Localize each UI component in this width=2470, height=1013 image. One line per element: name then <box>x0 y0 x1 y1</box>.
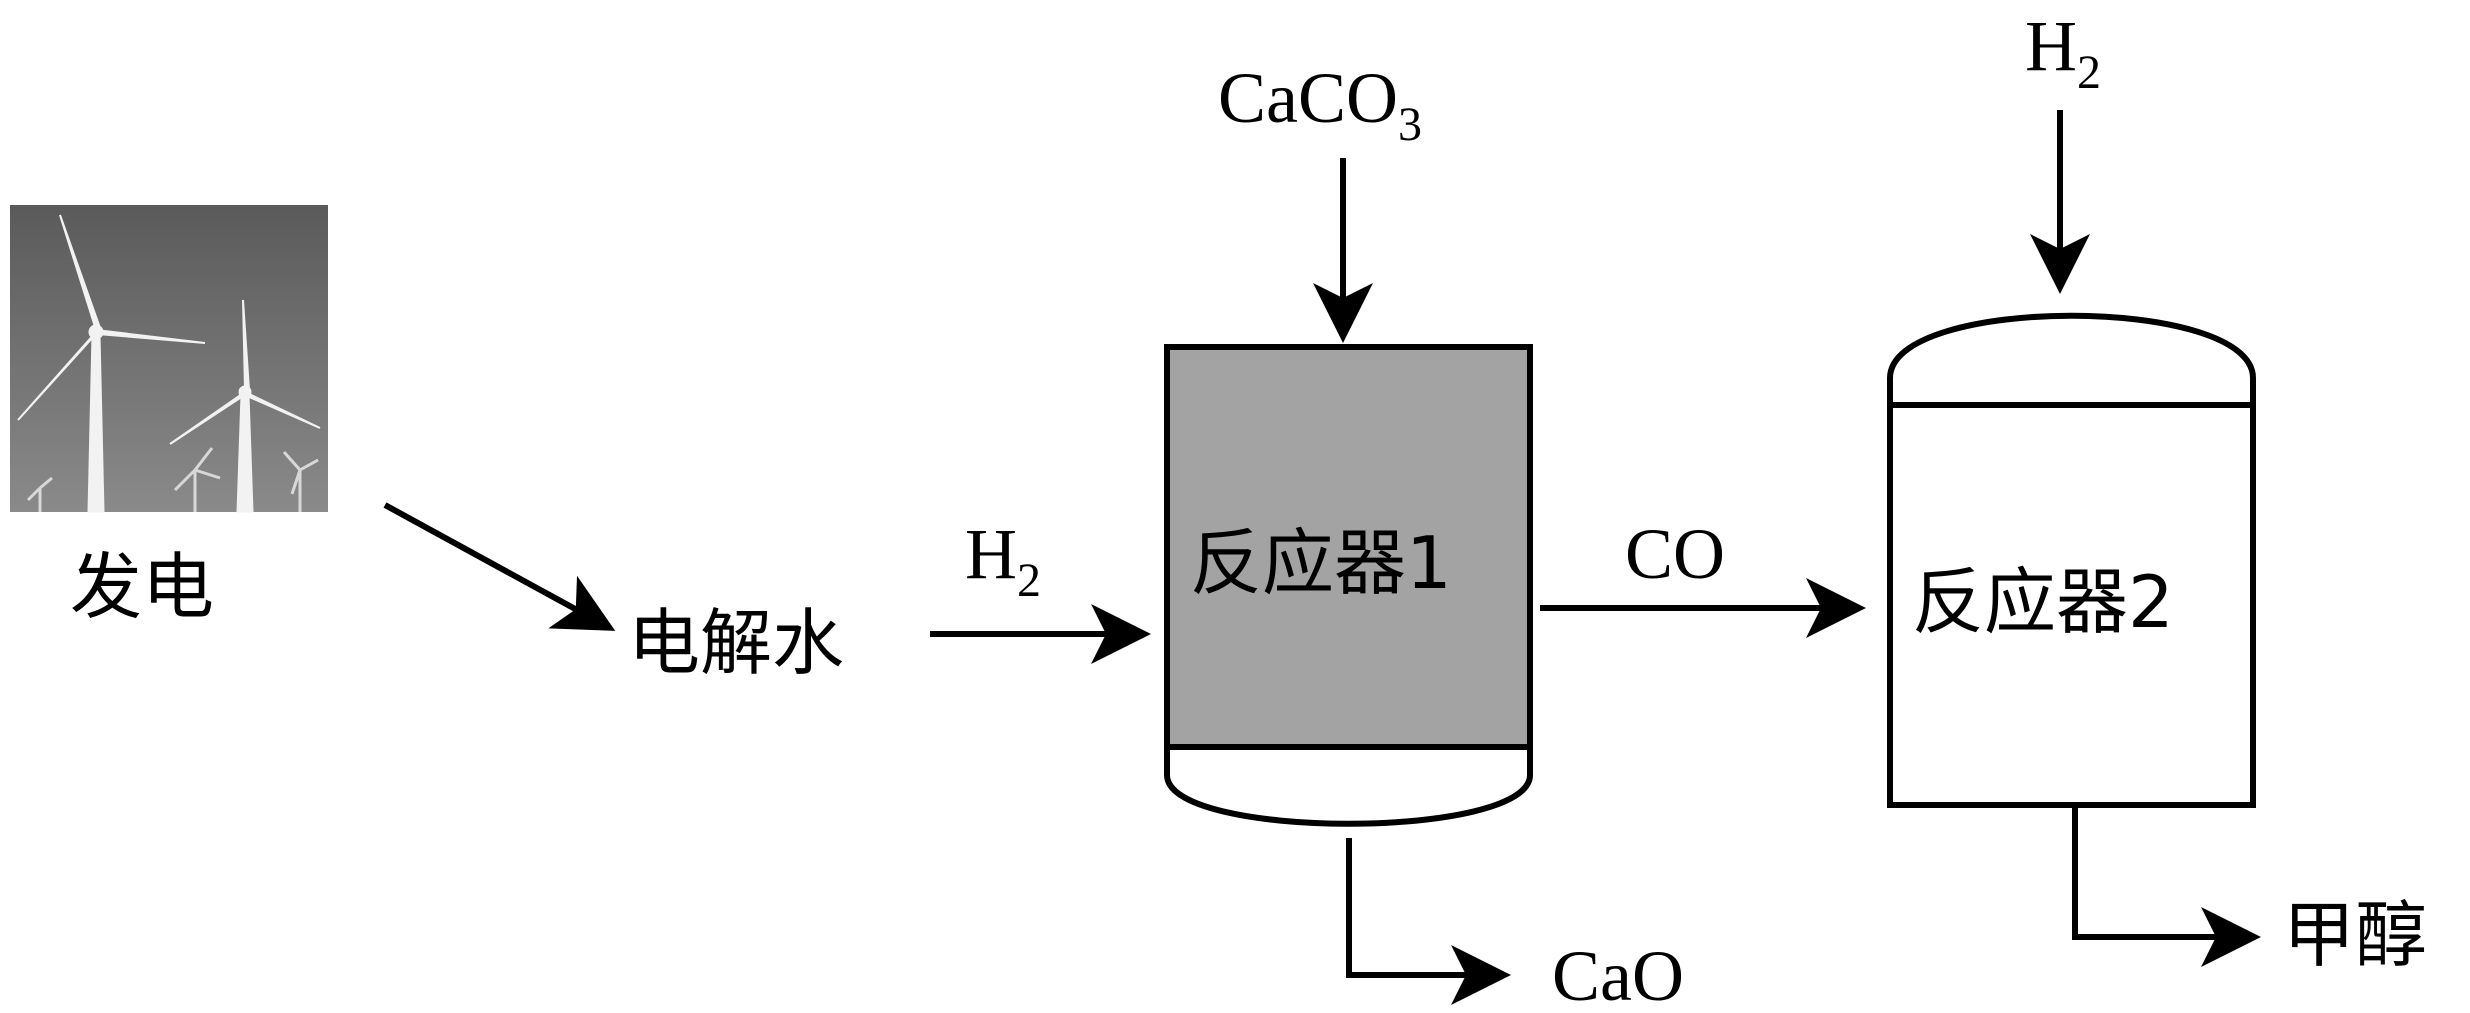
electrolysis-label: 电解水 <box>628 601 844 685</box>
caco3-feed-label: CaCO3 <box>1218 58 1422 151</box>
reactor-2-label: 反应器2 <box>1912 560 2174 644</box>
reactor-1-body <box>1164 344 1533 750</box>
power-label: 发电 <box>70 545 214 629</box>
methanol-output-label: 甲醇 <box>2283 893 2427 977</box>
reactor-2-body <box>1887 402 2256 808</box>
h2-feed-2-label: H2 <box>2025 6 2101 99</box>
wind-turbine-image <box>10 205 328 513</box>
reactor-2-top-head <box>1887 312 2256 408</box>
reactor-1-label: 反应器1 <box>1190 521 1452 605</box>
power-to-electrolysis-arrow <box>383 502 616 631</box>
h2-feed-1-label: H2 <box>965 514 1041 607</box>
reactor-1: 反应器1 <box>1164 344 1533 827</box>
co-stream-label: CO <box>1625 514 1725 594</box>
reactor-2: 反应器2 <box>1887 312 2256 808</box>
reactor-1-bottom-head <box>1164 744 1533 827</box>
cao-output-label: CaO <box>1552 936 1684 1013</box>
reactor2-to-methanol-arrow <box>2072 805 2261 967</box>
reactor1-to-cao-arrow <box>1346 838 1511 1005</box>
